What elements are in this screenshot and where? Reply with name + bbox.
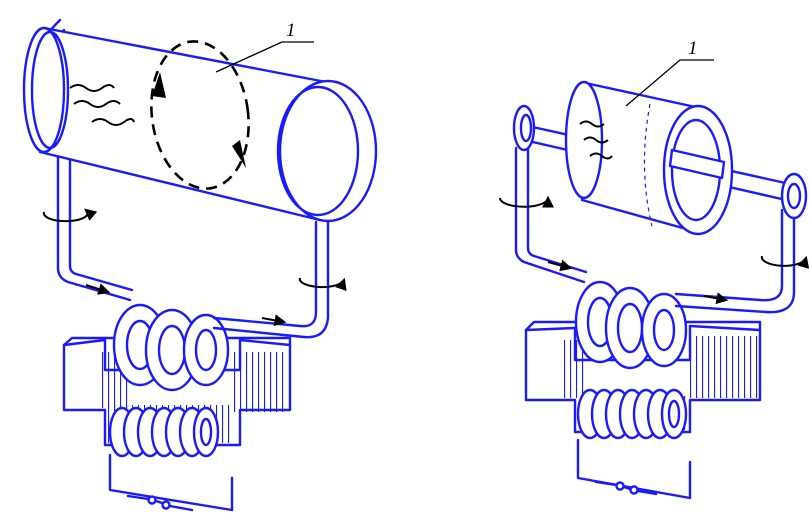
right-callout-label: 1: [688, 38, 698, 59]
left-current-arrow-b: [261, 314, 287, 327]
right-shaft-end-caps: [512, 104, 808, 220]
left-rotation-indicator-b: [298, 277, 347, 292]
right-rotation-indicator-b: [760, 255, 809, 269]
right-current-arrow-a: [547, 259, 573, 272]
left-primary-winding: [108, 406, 220, 458]
left-secondary-coils: [112, 303, 230, 392]
left-terminal-plate: [108, 453, 234, 512]
left-rotation-indicator-a: [42, 208, 98, 223]
right-secondary-coils: [574, 280, 688, 370]
right-conductor-pipe: [514, 146, 796, 314]
left-circulation-path: [150, 40, 250, 190]
left-callout-label: 1: [286, 20, 296, 41]
left-apparatus: 1: [22, 18, 378, 512]
left-current-arrow-a: [85, 283, 111, 295]
right-rotation-indicator-a: [499, 195, 554, 208]
left-flow-marks: [69, 84, 135, 126]
right-terminal-contacts: [594, 480, 658, 496]
left-rotating-tube: [22, 26, 378, 223]
left-conductor-pipe: [56, 148, 330, 339]
right-flow-marks: [579, 120, 613, 160]
right-primary-winding: [576, 388, 688, 440]
right-current-arrow-b: [703, 292, 729, 305]
right-callout: 1: [625, 38, 714, 107]
left-terminal-contacts: [126, 494, 194, 512]
right-apparatus: 1: [499, 38, 809, 500]
right-rotating-cylinder: [564, 80, 734, 236]
left-callout: 1: [215, 20, 314, 73]
